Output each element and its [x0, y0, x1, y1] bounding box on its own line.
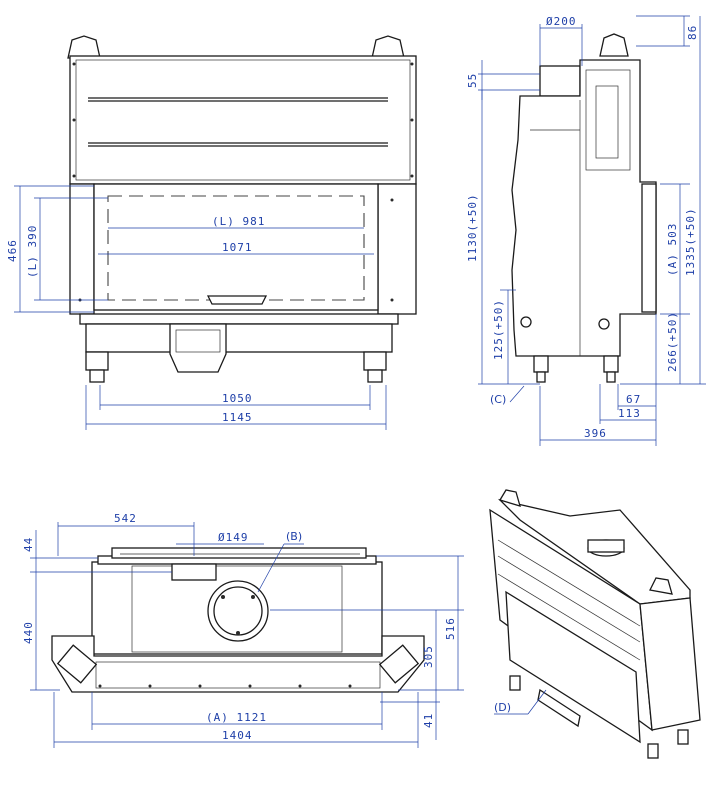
side-body-outline: [511, 59, 657, 357]
side-foot-right: [603, 355, 619, 373]
front-dim-1145: 1145: [222, 411, 253, 424]
side-dimensions: [478, 15, 706, 446]
side-callout-c: (C): [490, 393, 506, 406]
side-view: Ø200 55 1130(+50) 125(+50) 86 1335(+50) …: [466, 15, 706, 446]
front-upper-panel: [69, 55, 417, 185]
front-dim-466: 466: [6, 239, 19, 262]
side-flue-collar: [539, 65, 581, 97]
iso-callout-d: (D): [494, 701, 511, 714]
top-dim-305: 305: [422, 645, 435, 668]
side-dim-86: 86: [686, 25, 699, 40]
top-inlet: [171, 563, 217, 581]
front-glass-opening: [93, 183, 379, 311]
top-dim-149: Ø149: [218, 531, 249, 544]
top-dim-a1121: (A) 1121: [206, 711, 267, 724]
iso-lug-left: [499, 489, 521, 507]
iso-glass: [505, 590, 641, 744]
top-callout-b: (B): [286, 530, 302, 543]
front-foot-right: [363, 351, 387, 371]
top-dimensions: [30, 522, 464, 748]
side-dim-flue: Ø200: [546, 15, 577, 28]
side-dim-1335: 1335(+50): [684, 207, 697, 276]
iso-side-face: [639, 597, 701, 731]
front-right-frame: [377, 183, 417, 315]
side-dim-396: 396: [584, 427, 607, 440]
side-dim-266: 266(+50): [666, 311, 679, 372]
side-dim-113: 113: [618, 407, 641, 420]
front-dim-1071: 1071: [222, 241, 253, 254]
front-lug-left: [67, 35, 101, 59]
side-lug: [599, 33, 629, 57]
top-view: 542 Ø149 44 440 516 305 41 (A) 1121 1404…: [22, 512, 464, 748]
side-foot-left: [533, 355, 549, 373]
front-ash-box: [169, 323, 227, 373]
iso-view: (D): [489, 489, 701, 759]
top-dim-440: 440: [22, 621, 35, 644]
front-dim-L390: (L) 390: [26, 225, 39, 278]
front-view: 1050 1145 (L) 981 1071 466 (L) 390: [6, 35, 417, 430]
side-dim-1130: 1130(+50): [466, 193, 479, 262]
front-dim-L981: (L) 981: [212, 215, 265, 228]
front-foot-left: [85, 351, 109, 371]
side-dim-55: 55: [466, 73, 479, 88]
side-dim-503: (A) 503: [666, 223, 679, 276]
top-dim-542: 542: [114, 512, 137, 525]
front-dim-1050: 1050: [222, 392, 253, 405]
front-handle: [206, 295, 268, 305]
top-dim-516: 516: [444, 617, 457, 640]
top-dim-41: 41: [422, 713, 435, 728]
front-dimensions: [14, 185, 387, 430]
front-base-rail: [79, 313, 399, 325]
top-lug-left: [56, 644, 98, 684]
front-left-frame: [69, 183, 95, 315]
top-lug-right: [378, 644, 420, 684]
side-dim-67: 67: [626, 393, 641, 406]
top-base-frame: [51, 635, 425, 693]
top-dim-1404: 1404: [222, 729, 253, 742]
front-lug-right: [371, 35, 405, 59]
side-dim-125: 125(+50): [492, 299, 505, 360]
iso-lug-right: [649, 577, 673, 595]
top-dim-44: 44: [22, 537, 35, 552]
